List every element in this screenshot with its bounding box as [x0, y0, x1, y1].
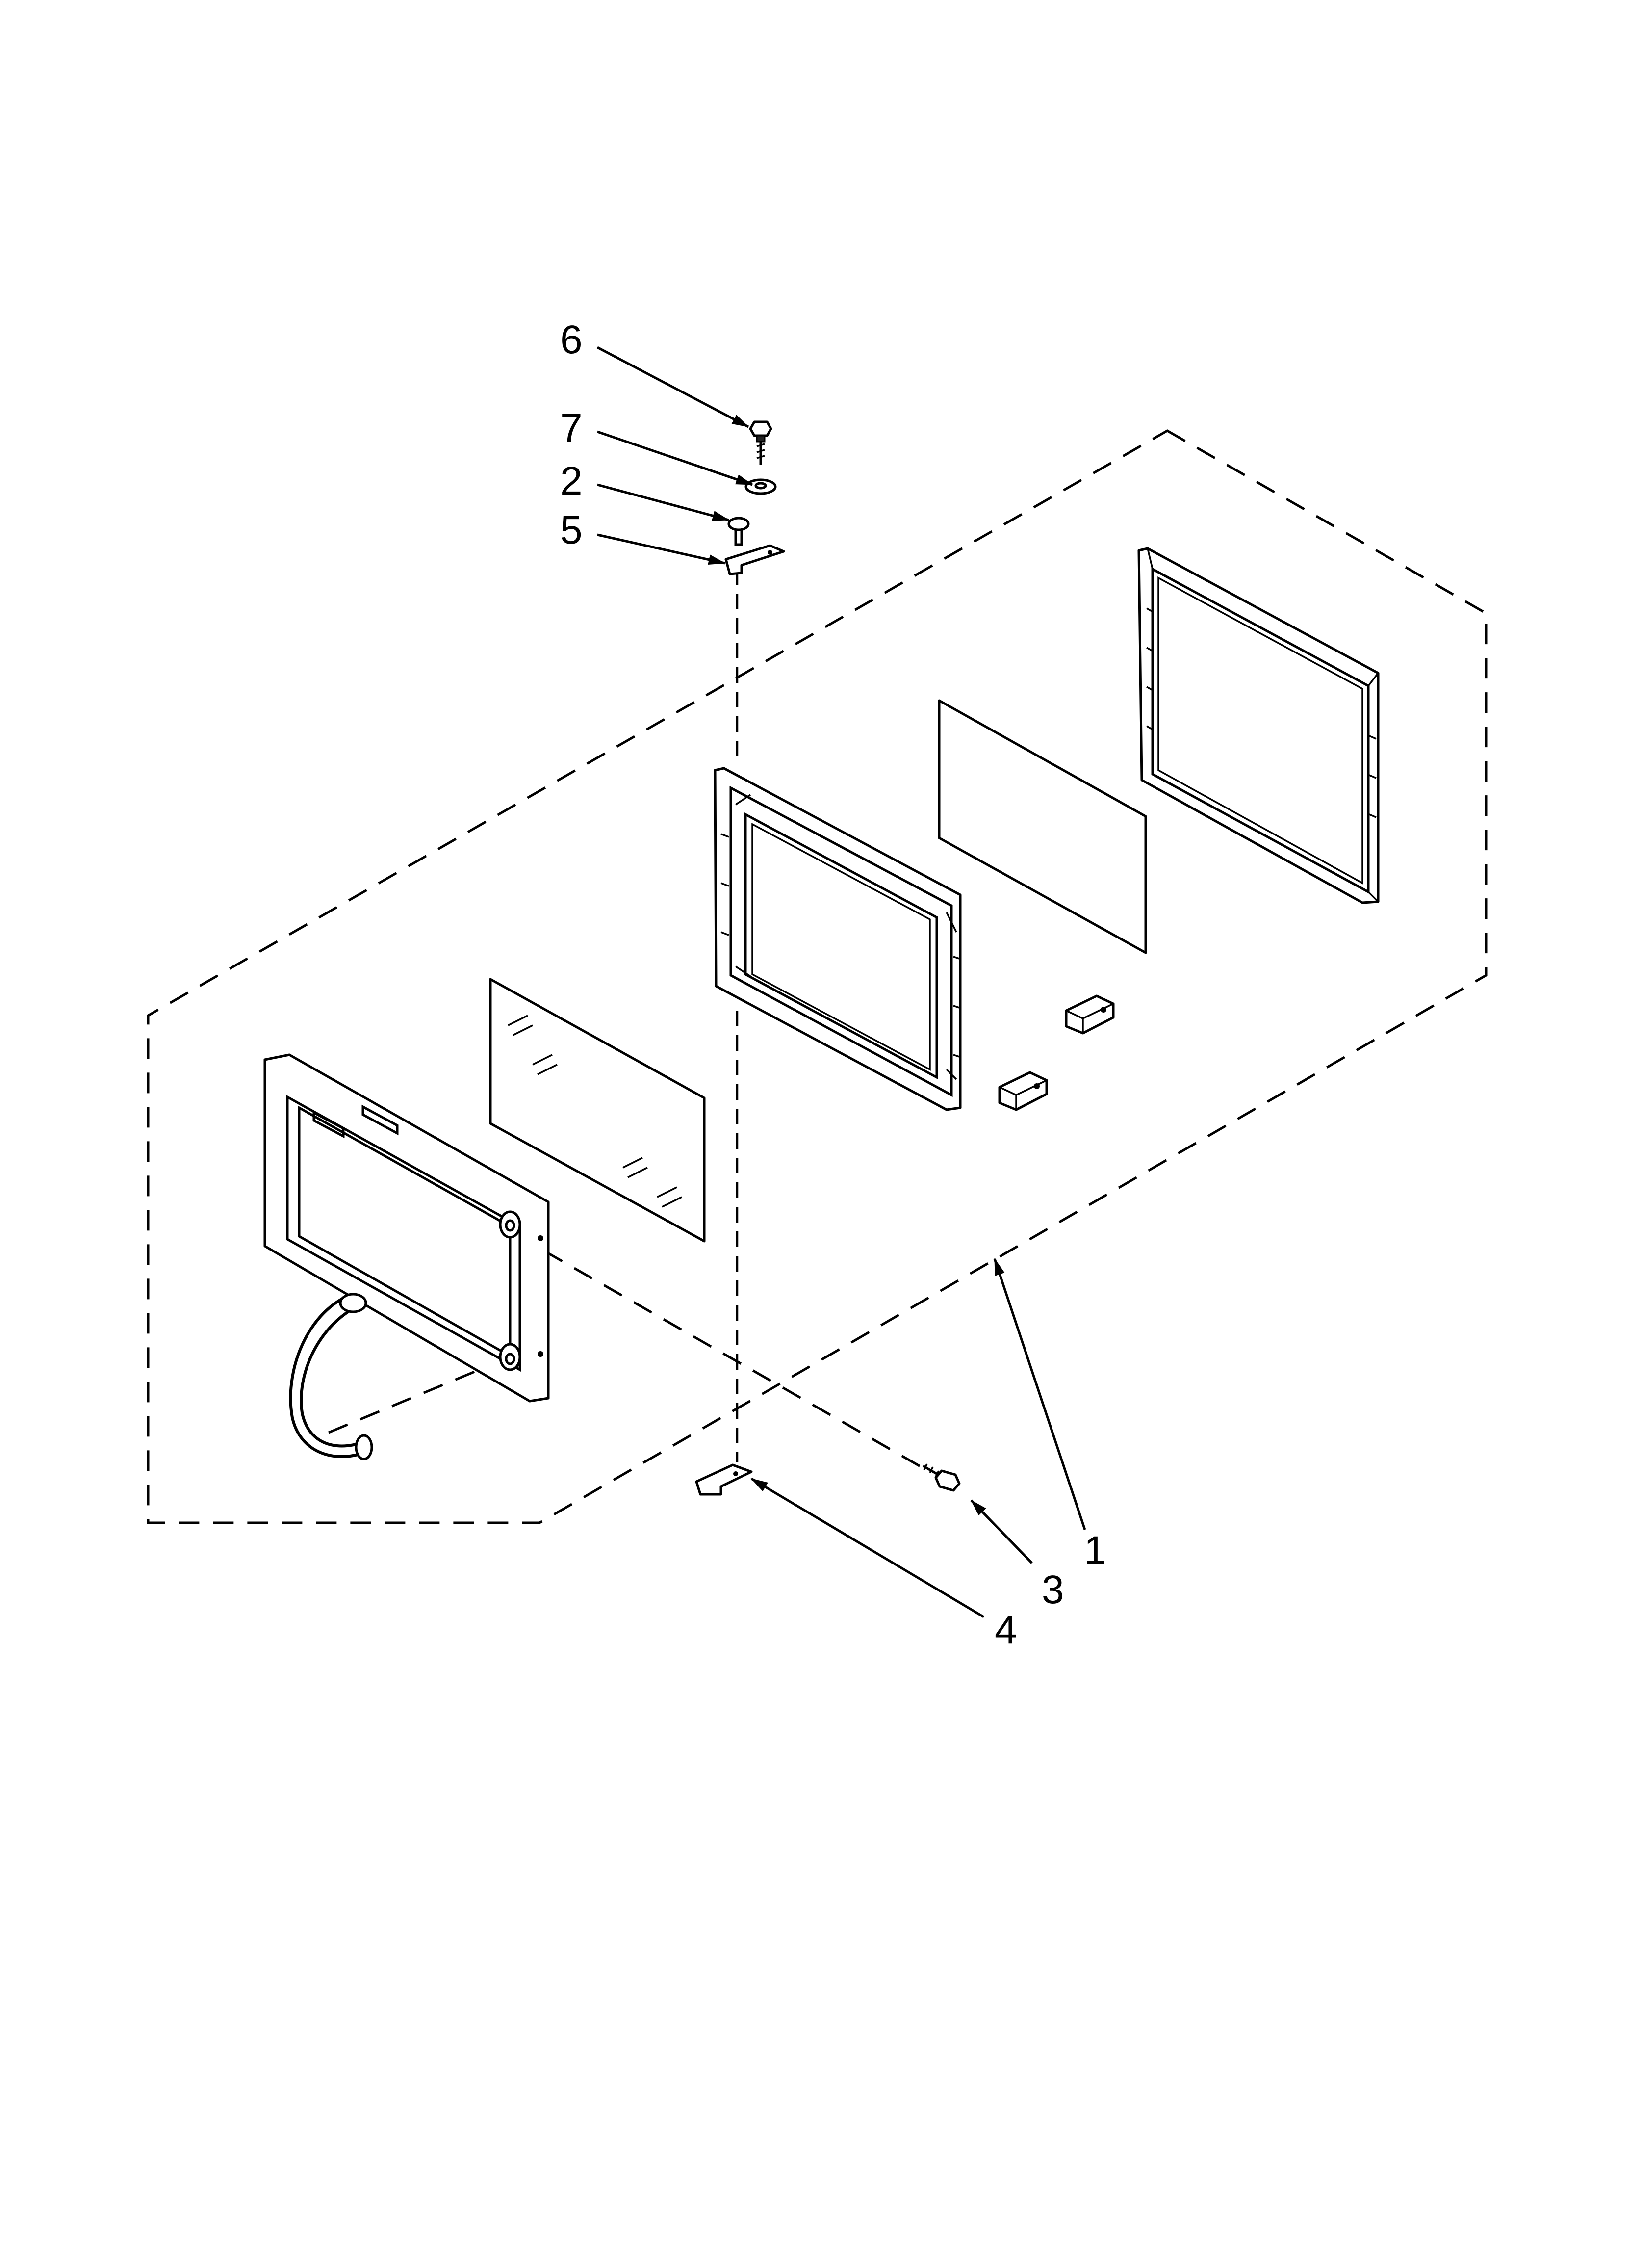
upper-latch: [1065, 994, 1115, 1035]
assembly-boundary: [147, 429, 1488, 1524]
lower-latch: [998, 1071, 1048, 1111]
leader-2: [597, 483, 730, 521]
leader-3: [970, 1499, 1033, 1564]
callout-7: 7: [560, 406, 583, 450]
leader-5: [597, 533, 726, 565]
screw-axis-line: [543, 1250, 922, 1468]
callout-1: 1: [1084, 1528, 1106, 1573]
leader-4: [750, 1477, 985, 1618]
outer-glass-panel: [489, 978, 706, 1243]
leader-6: [596, 346, 749, 428]
door-outer-panel: [263, 1053, 550, 1403]
upper-hinge: [724, 544, 785, 575]
lower-hinge: [695, 1463, 753, 1496]
callout-2: 2: [560, 459, 583, 503]
top-screw: [749, 420, 772, 465]
callout-5: 5: [560, 508, 583, 552]
callout-6: 6: [560, 317, 583, 362]
leader-7: [597, 430, 753, 486]
callout-3: 3: [1042, 1567, 1064, 1612]
callout-4: 4: [995, 1608, 1017, 1652]
inner-glass-panel: [938, 699, 1147, 954]
washer: [744, 478, 777, 495]
door-frame: [714, 767, 962, 1111]
hinge-pin: [727, 517, 750, 546]
door-handle: [289, 1293, 373, 1460]
door-back-frame: [1137, 547, 1380, 904]
leader-1: [993, 1258, 1086, 1530]
lower-screw: [922, 1463, 961, 1492]
